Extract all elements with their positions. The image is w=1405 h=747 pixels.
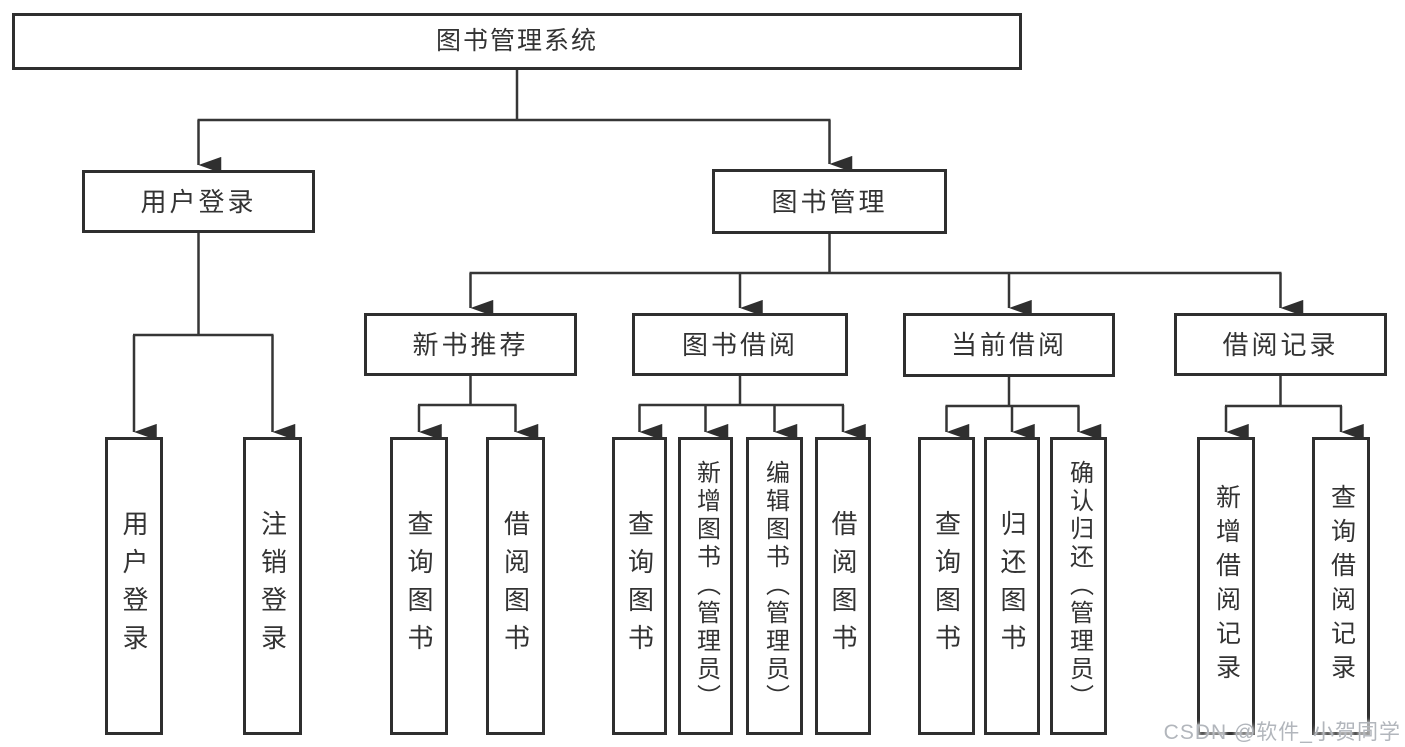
node-label: 借阅图书: [828, 510, 858, 662]
node-user-login: 用户登录: [82, 170, 315, 233]
node-label: 确认归还（管理员）: [1065, 460, 1093, 712]
node-label: 用户登录: [140, 186, 257, 217]
node-label: 图书借阅: [681, 329, 798, 360]
node-label: 新书推荐: [412, 329, 529, 360]
node-label: 新增图书（管理员）: [692, 460, 720, 712]
node-label: 图书管理: [771, 186, 888, 217]
leaf-borrow-books: 借阅图书: [486, 437, 545, 735]
csdn-watermark: CSDN @软件_小贺同学: [1163, 721, 1401, 744]
leaf-query-borrow-record: 查询借阅记录: [1312, 437, 1370, 735]
node-label: 借阅记录: [1222, 329, 1339, 360]
leaf-query-books: 查询图书: [390, 437, 448, 735]
node-label: 当前借阅: [950, 330, 1067, 360]
leaf-return-books: 归还图书: [984, 437, 1040, 735]
leaf-query-books: 查询图书: [612, 437, 667, 735]
node-root-library-system: 图书管理系统: [12, 13, 1022, 70]
node-label: 查询图书: [931, 510, 962, 662]
node-label: 借阅图书: [500, 510, 531, 662]
node-label: 注销登录: [257, 510, 288, 662]
leaf-user-login: 用户登录: [105, 437, 163, 735]
node-borrow-records: 借阅记录: [1174, 313, 1387, 376]
node-label: 编辑图书（管理员）: [761, 460, 789, 712]
node-label: 新增借阅记录: [1212, 484, 1241, 688]
node-label: 查询图书: [404, 510, 434, 662]
node-label: 归还图书: [997, 510, 1027, 662]
node-label: 查询借阅记录: [1327, 484, 1356, 688]
leaf-edit-books-admin: 编辑图书（管理员）: [746, 437, 803, 735]
node-label: 图书管理系统: [435, 27, 598, 55]
leaf-add-borrow-record: 新增借阅记录: [1197, 437, 1255, 735]
node-book-borrow: 图书借阅: [632, 313, 848, 376]
leaf-borrow-books: 借阅图书: [815, 437, 871, 735]
leaf-query-books: 查询图书: [918, 437, 975, 735]
leaf-logout: 注销登录: [243, 437, 302, 735]
node-book-management: 图书管理: [712, 169, 947, 234]
node-label: 查询图书: [624, 510, 655, 662]
leaf-confirm-return-admin: 确认归还（管理员）: [1050, 437, 1107, 735]
node-label: 用户登录: [119, 510, 149, 662]
node-new-book-recommend: 新书推荐: [364, 313, 577, 376]
node-current-borrow: 当前借阅: [903, 313, 1115, 377]
leaf-add-books-admin: 新增图书（管理员）: [678, 437, 733, 735]
